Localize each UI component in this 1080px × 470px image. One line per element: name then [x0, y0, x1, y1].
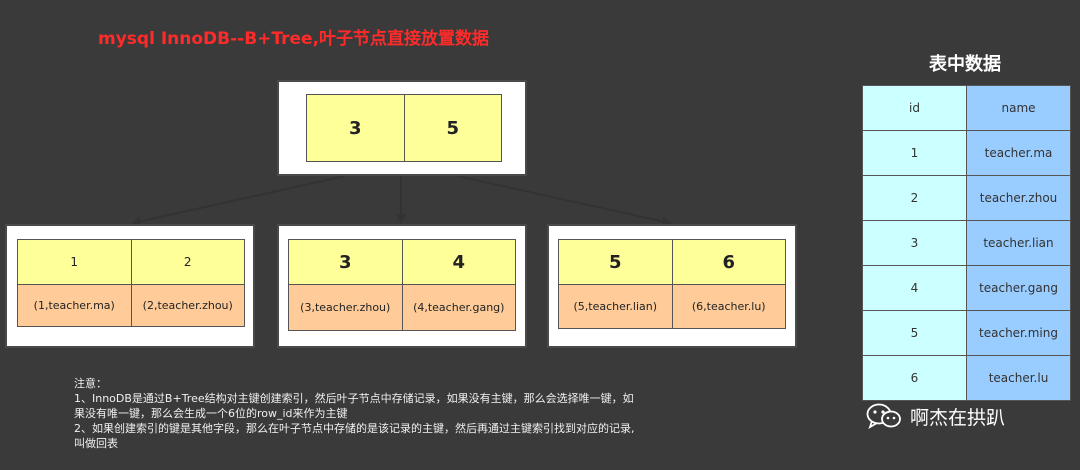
leaf-1-keys: 1 2: [17, 239, 245, 285]
table-row: 6 teacher.lu: [862, 355, 1071, 401]
table-title: 表中数据: [929, 54, 1001, 75]
cell-name: teacher.lu: [966, 355, 1071, 401]
root-key-1: 3: [307, 95, 405, 161]
watermark-text: 啊杰在拱趴: [910, 406, 1006, 429]
cell-id: 1: [862, 130, 967, 176]
table-row: 3 teacher.lian: [862, 220, 1071, 266]
watermark: 啊杰在拱趴: [866, 402, 1005, 430]
leaf-1-value-1: (1,teacher.ma): [18, 285, 132, 326]
cell-id: 2: [862, 175, 967, 221]
table-row: 4 teacher.gang: [862, 265, 1071, 311]
leaf-node-3: 5 6 (5,teacher.lian) (6,teacher.lu): [547, 224, 797, 348]
leaf-node-1: 1 2 (1,teacher.ma) (2,teacher.zhou): [5, 224, 255, 348]
leaf-3-key-2: 6: [672, 240, 785, 284]
leaf-2-key-2: 4: [402, 240, 515, 284]
cell-name: teacher.lian: [966, 220, 1071, 266]
note-block: 注意： 1、InnoDB是通过B+Tree结构对主键创建索引，然后叶子节点中存储…: [74, 376, 734, 451]
root-node: 3 5: [277, 80, 527, 176]
cell-id: 5: [862, 310, 967, 356]
table-row: 1 teacher.ma: [862, 130, 1071, 176]
leaf-2-value-1: (3,teacher.zhou): [289, 285, 403, 330]
root-keys: 3 5: [306, 94, 502, 162]
leaf-2-key-1: 3: [289, 240, 403, 284]
cell-id: 6: [862, 355, 967, 401]
diagram-title: mysql InnoDB--B+Tree,叶子节点直接放置数据: [98, 29, 490, 49]
leaf-1-key-1: 1: [18, 240, 132, 284]
cell-id: 3: [862, 220, 967, 266]
cell-name: teacher.zhou: [966, 175, 1071, 221]
leaf-1-values: (1,teacher.ma) (2,teacher.zhou): [17, 285, 245, 327]
leaf-3-key-1: 5: [559, 240, 673, 284]
leaf-node-2: 3 4 (3,teacher.zhou) (4,teacher.gang): [277, 224, 527, 348]
leaf-2-keys: 3 4: [288, 239, 516, 285]
cell-name: teacher.ma: [966, 130, 1071, 176]
arrow-to-leaf-3: [456, 175, 672, 227]
leaf-1-key-2: 2: [131, 240, 244, 284]
cell-id: 4: [862, 265, 967, 311]
leaf-3-keys: 5 6: [558, 239, 786, 285]
note-line-4: 叫做回表: [74, 437, 118, 450]
note-line-3: 2、如果创建索引的键是其他字段，那么在叶子节点中存储的是该记录的主键，然后再通过…: [74, 422, 635, 435]
leaf-2-values: (3,teacher.zhou) (4,teacher.gang): [288, 285, 516, 331]
leaf-3-value-1: (5,teacher.lian): [559, 285, 673, 328]
root-key-2: 5: [404, 95, 501, 161]
leaf-1-value-2: (2,teacher.zhou): [131, 285, 244, 326]
leaf-3-values: (5,teacher.lian) (6,teacher.lu): [558, 285, 786, 329]
table-header-row: id name: [862, 85, 1071, 131]
table-row: 5 teacher.ming: [862, 310, 1071, 356]
arrow-to-leaf-1: [131, 175, 346, 227]
cell-name: teacher.gang: [966, 265, 1071, 311]
table-row: 2 teacher.zhou: [862, 175, 1071, 221]
leaf-3-value-2: (6,teacher.lu): [672, 285, 785, 328]
note-heading: 注意：: [74, 377, 107, 390]
cell-name: teacher.ming: [966, 310, 1071, 356]
data-table: id name 1 teacher.ma 2 teacher.zhou 3 te…: [862, 85, 1071, 401]
header-id: id: [862, 85, 967, 131]
note-line-2: 果没有唯一键，那么会生成一个6位的row_id来作为主键: [74, 407, 348, 420]
wechat-icon: [866, 403, 901, 429]
note-line-1: 1、InnoDB是通过B+Tree结构对主键创建索引，然后叶子节点中存储记录，如…: [74, 392, 634, 405]
leaf-2-value-2: (4,teacher.gang): [402, 285, 515, 330]
header-name: name: [966, 85, 1071, 131]
